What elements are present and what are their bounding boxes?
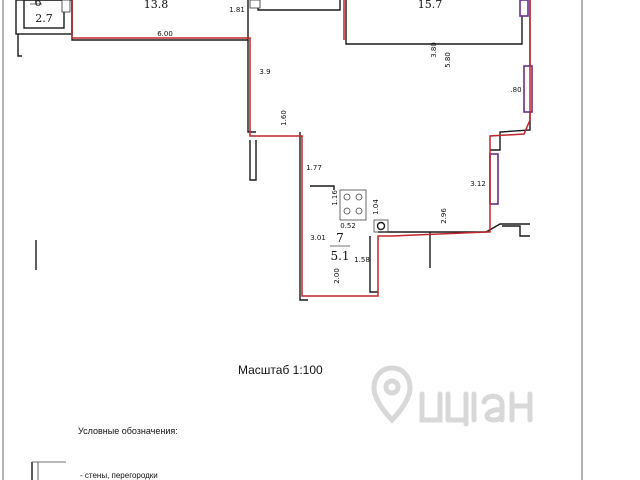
room-7-area: 5.1 [330, 249, 349, 263]
dim-80: .80 [510, 86, 521, 94]
boiler-icon [373, 219, 389, 233]
room-6-number: 6 [35, 0, 42, 9]
legend-title: Условные обозначения: [78, 426, 178, 436]
dim-3-80: 3.80 [430, 42, 438, 58]
dim-3-12: 3.12 [470, 180, 486, 188]
walls [17, 0, 531, 301]
scale-label: Масштаб 1:100 [238, 363, 323, 377]
dim-5-80: 5.80 [444, 52, 452, 68]
window-right-upper [523, 65, 533, 113]
room-7-number: 7 [336, 231, 344, 245]
dim-1-04: 1.04 [372, 199, 380, 215]
dim-2-00: 2.00 [333, 268, 341, 284]
apartment-boundary [71, 0, 531, 297]
window-room-6 [61, 0, 71, 13]
watermark-logo [371, 365, 533, 427]
dim-6-00: 6.00 [157, 30, 173, 38]
window-room-15-7 [519, 0, 529, 17]
window-right-lower [489, 153, 499, 205]
dim-1-16: 1.16 [331, 190, 339, 206]
dim-0-52: 0.52 [340, 222, 356, 230]
dim-1-60: 1.60 [280, 110, 288, 126]
dim-1-58: 1.58 [354, 256, 370, 264]
dim-1-81: 1.81 [229, 6, 245, 14]
room-15-7-area: 15.7 [418, 0, 443, 11]
room-6-area: 2.7 [35, 12, 53, 25]
stove-icon [339, 189, 367, 221]
dim-3-01: 3.01 [310, 234, 326, 242]
dim-3-9: 3.9 [259, 68, 270, 76]
legend-walls-label: - стены, перегородки [80, 471, 158, 480]
dim-1-77: 1.77 [306, 164, 322, 172]
room-13-8-area: 13.8 [144, 0, 169, 11]
window-room-13-8 [249, 0, 261, 9]
dim-2-96: 2.96 [440, 208, 448, 224]
